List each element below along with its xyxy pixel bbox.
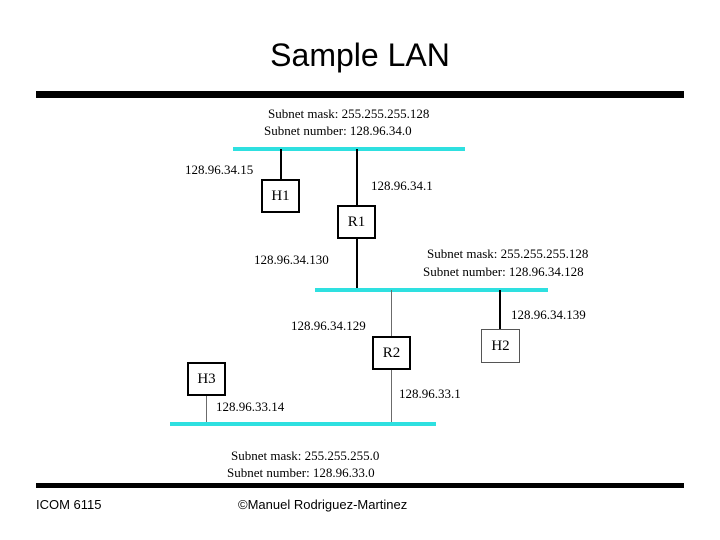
subnet-middle-mask-label: Subnet mask: 255.255.255.128 <box>427 246 589 261</box>
link-h2-to-bus-middle <box>499 290 501 330</box>
footer-divider-rule <box>36 483 684 488</box>
address-r2-bottom: 128.96.33.1 <box>399 386 461 401</box>
bus-subnet-top <box>233 147 465 151</box>
node-h1: H1 <box>261 179 300 213</box>
address-r2-top: 128.96.34.129 <box>291 318 366 333</box>
address-r1-bottom: 128.96.34.130 <box>254 252 329 267</box>
link-h3-to-bus-bottom <box>206 396 207 424</box>
subnet-bottom-mask-label: Subnet mask: 255.255.255.0 <box>231 448 380 463</box>
address-r1-top: 128.96.34.1 <box>371 178 433 193</box>
footer-course-label: ICOM 6115 <box>36 497 102 512</box>
node-r1: R1 <box>337 205 376 239</box>
address-h1: 128.96.34.15 <box>185 162 254 177</box>
address-h2: 128.96.34.139 <box>511 307 586 322</box>
link-r2-to-bus-middle <box>391 290 392 336</box>
subnet-top-number-label: Subnet number: 128.96.34.0 <box>264 123 412 138</box>
link-r1-to-bus-middle <box>356 239 358 291</box>
subnet-top-mask-label: Subnet mask: 255.255.255.128 <box>268 106 430 121</box>
footer-credit-label: ©Manuel Rodriguez-Martinez <box>238 497 408 512</box>
address-h3: 128.96.33.14 <box>216 399 285 414</box>
node-h2: H2 <box>481 329 520 363</box>
node-r2: R2 <box>372 336 411 370</box>
subnet-middle-number-label: Subnet number: 128.96.34.128 <box>423 264 584 279</box>
link-r1-to-bus-top <box>356 149 358 205</box>
subnet-bottom-number-label: Subnet number: 128.96.33.0 <box>227 465 375 480</box>
node-h3: H3 <box>187 362 226 396</box>
link-r2-to-bus-bottom <box>391 370 392 424</box>
bus-subnet-bottom <box>170 422 436 426</box>
bus-subnet-middle <box>315 288 548 292</box>
page-title: Sample LAN <box>270 37 450 73</box>
title-divider-rule <box>36 91 684 98</box>
link-h1-to-bus-top <box>280 149 282 179</box>
